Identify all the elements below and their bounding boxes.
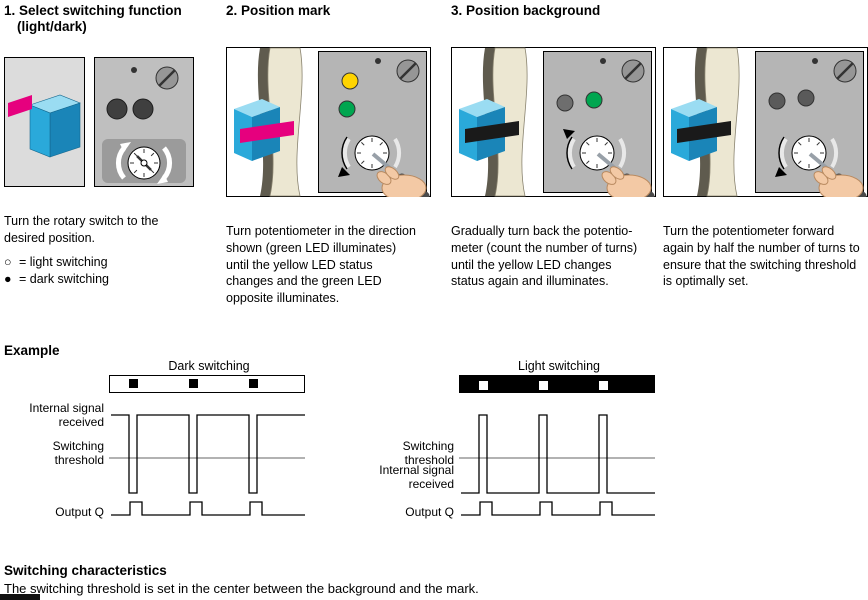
light-diagram-plot: Light switching [459, 359, 659, 527]
step-3-illustration [451, 47, 656, 197]
dark-switching-diagram: Internal signal received Switching thres… [4, 359, 309, 527]
legend-dark-switching: ● = dark switching [4, 271, 226, 288]
step-1-heading: 1. Select switching function (light/dark… [4, 3, 226, 37]
green-led [585, 91, 603, 109]
step-3-heading-line1: 3. Position background [451, 3, 601, 18]
led-off [556, 94, 574, 112]
example-section: Example Internal signal received Switchi… [4, 343, 866, 527]
green-led [338, 100, 356, 118]
step-4-caption: Turn the potentiometer forward again by … [663, 224, 860, 289]
adjust-knob [833, 59, 857, 83]
light-switching-diagram: Switching threshold Internal signal rece… [354, 359, 659, 527]
step-4-fine-adjust: Turn the potentiometer forward again by … [663, 3, 868, 343]
output-q-trace [461, 501, 655, 516]
dark-diagram-plot: Dark switching [109, 359, 309, 527]
step-2-heading: 2. Position mark [226, 3, 451, 37]
legend-light-switching: ○ = light switching [4, 254, 226, 271]
material-bar-black [459, 375, 655, 393]
step-2-illustration [226, 47, 431, 197]
switching-characteristics-section: Switching characteristics The switching … [4, 563, 866, 596]
material-bar-white [109, 375, 305, 393]
indicator-dot [375, 58, 381, 64]
step-2-position-mark: 2. Position mark [226, 3, 451, 343]
background-stripe [677, 121, 731, 143]
adjust-knob [155, 66, 179, 90]
led-off [768, 92, 786, 110]
indicator-dot [600, 58, 606, 64]
rotation-arrow [566, 136, 573, 170]
material-strip [704, 47, 740, 197]
led-off [797, 89, 815, 107]
step-1-illustration [4, 57, 194, 187]
example-heading: Example [4, 343, 60, 358]
hand [376, 166, 427, 197]
light-switching-symbol: ○ [4, 254, 12, 269]
lens-right [132, 98, 154, 120]
output-q-label: Output Q [55, 505, 104, 519]
material-strip [267, 47, 303, 197]
internal-signal-label: Internal signal received [379, 463, 454, 492]
indicator-dot [812, 58, 818, 64]
yellow-led [341, 72, 359, 90]
step-1-heading-line1: 1. Select switching function [4, 3, 182, 18]
switching-legend: ○ = light switching ● = dark switching [4, 254, 226, 289]
step-4-illustration [663, 47, 868, 197]
indicator-dot [131, 67, 137, 73]
mark-stripe [240, 121, 294, 143]
lens-left [106, 98, 128, 120]
switching-characteristics-text: The switching threshold is set in the ce… [4, 581, 479, 596]
hand [601, 166, 652, 197]
material-strip [492, 47, 528, 197]
setup-steps-row: 1. Select switching function (light/dark… [4, 3, 868, 343]
dark-switching-waveform [109, 375, 305, 516]
light-marks [479, 381, 608, 390]
step-2-caption: Turn potentiometer in the direction show… [226, 224, 416, 305]
step-1-heading-line2: (light/dark) [17, 19, 87, 35]
step-2-heading-line1: 2. Position mark [226, 3, 331, 18]
step-1-caption: Turn the rotary switch to the desired po… [4, 214, 159, 245]
light-switching-title: Light switching [518, 359, 600, 373]
step-3-caption: Gradually turn back the potentio-meter (… [451, 224, 638, 289]
adjust-knob [621, 59, 645, 83]
output-q-label: Output Q [405, 505, 454, 519]
legend-dark-text: = dark switching [19, 271, 109, 286]
dark-diagram-labels: Internal signal received Switching thres… [4, 359, 109, 527]
step-4-heading [663, 3, 868, 37]
internal-signal-trace [111, 414, 305, 494]
internal-signal-label: Internal signal received [29, 401, 104, 430]
background-stripe [465, 121, 519, 143]
step-3-position-background: 3. Position background [451, 3, 663, 343]
output-q-trace [111, 501, 305, 516]
rotation-arrow [341, 136, 348, 170]
adjust-knob [396, 59, 420, 83]
timing-diagrams: Internal signal received Switching thres… [4, 359, 866, 527]
step-1-select-switching-function: 1. Select switching function (light/dark… [4, 3, 226, 343]
light-switching-waveform [459, 375, 655, 516]
sensor-cube [29, 94, 81, 158]
dark-switching-title: Dark switching [168, 359, 250, 373]
mark-flag [8, 95, 32, 117]
rotary-switch [102, 139, 186, 184]
hand [813, 166, 864, 197]
legend-light-text: = light switching [19, 254, 108, 269]
dark-marks [129, 379, 258, 388]
switching-threshold-label: Switching threshold [52, 439, 104, 468]
dark-switching-symbol: ● [4, 271, 12, 286]
internal-signal-trace [461, 414, 655, 494]
step-3-heading: 3. Position background [451, 3, 663, 37]
light-diagram-labels: Switching threshold Internal signal rece… [354, 359, 459, 527]
next-page-edge-artifact [0, 594, 40, 600]
switching-threshold-label: Switching threshold [402, 439, 454, 468]
switching-characteristics-heading: Switching characteristics [4, 563, 167, 578]
rotation-arrow [778, 136, 785, 170]
